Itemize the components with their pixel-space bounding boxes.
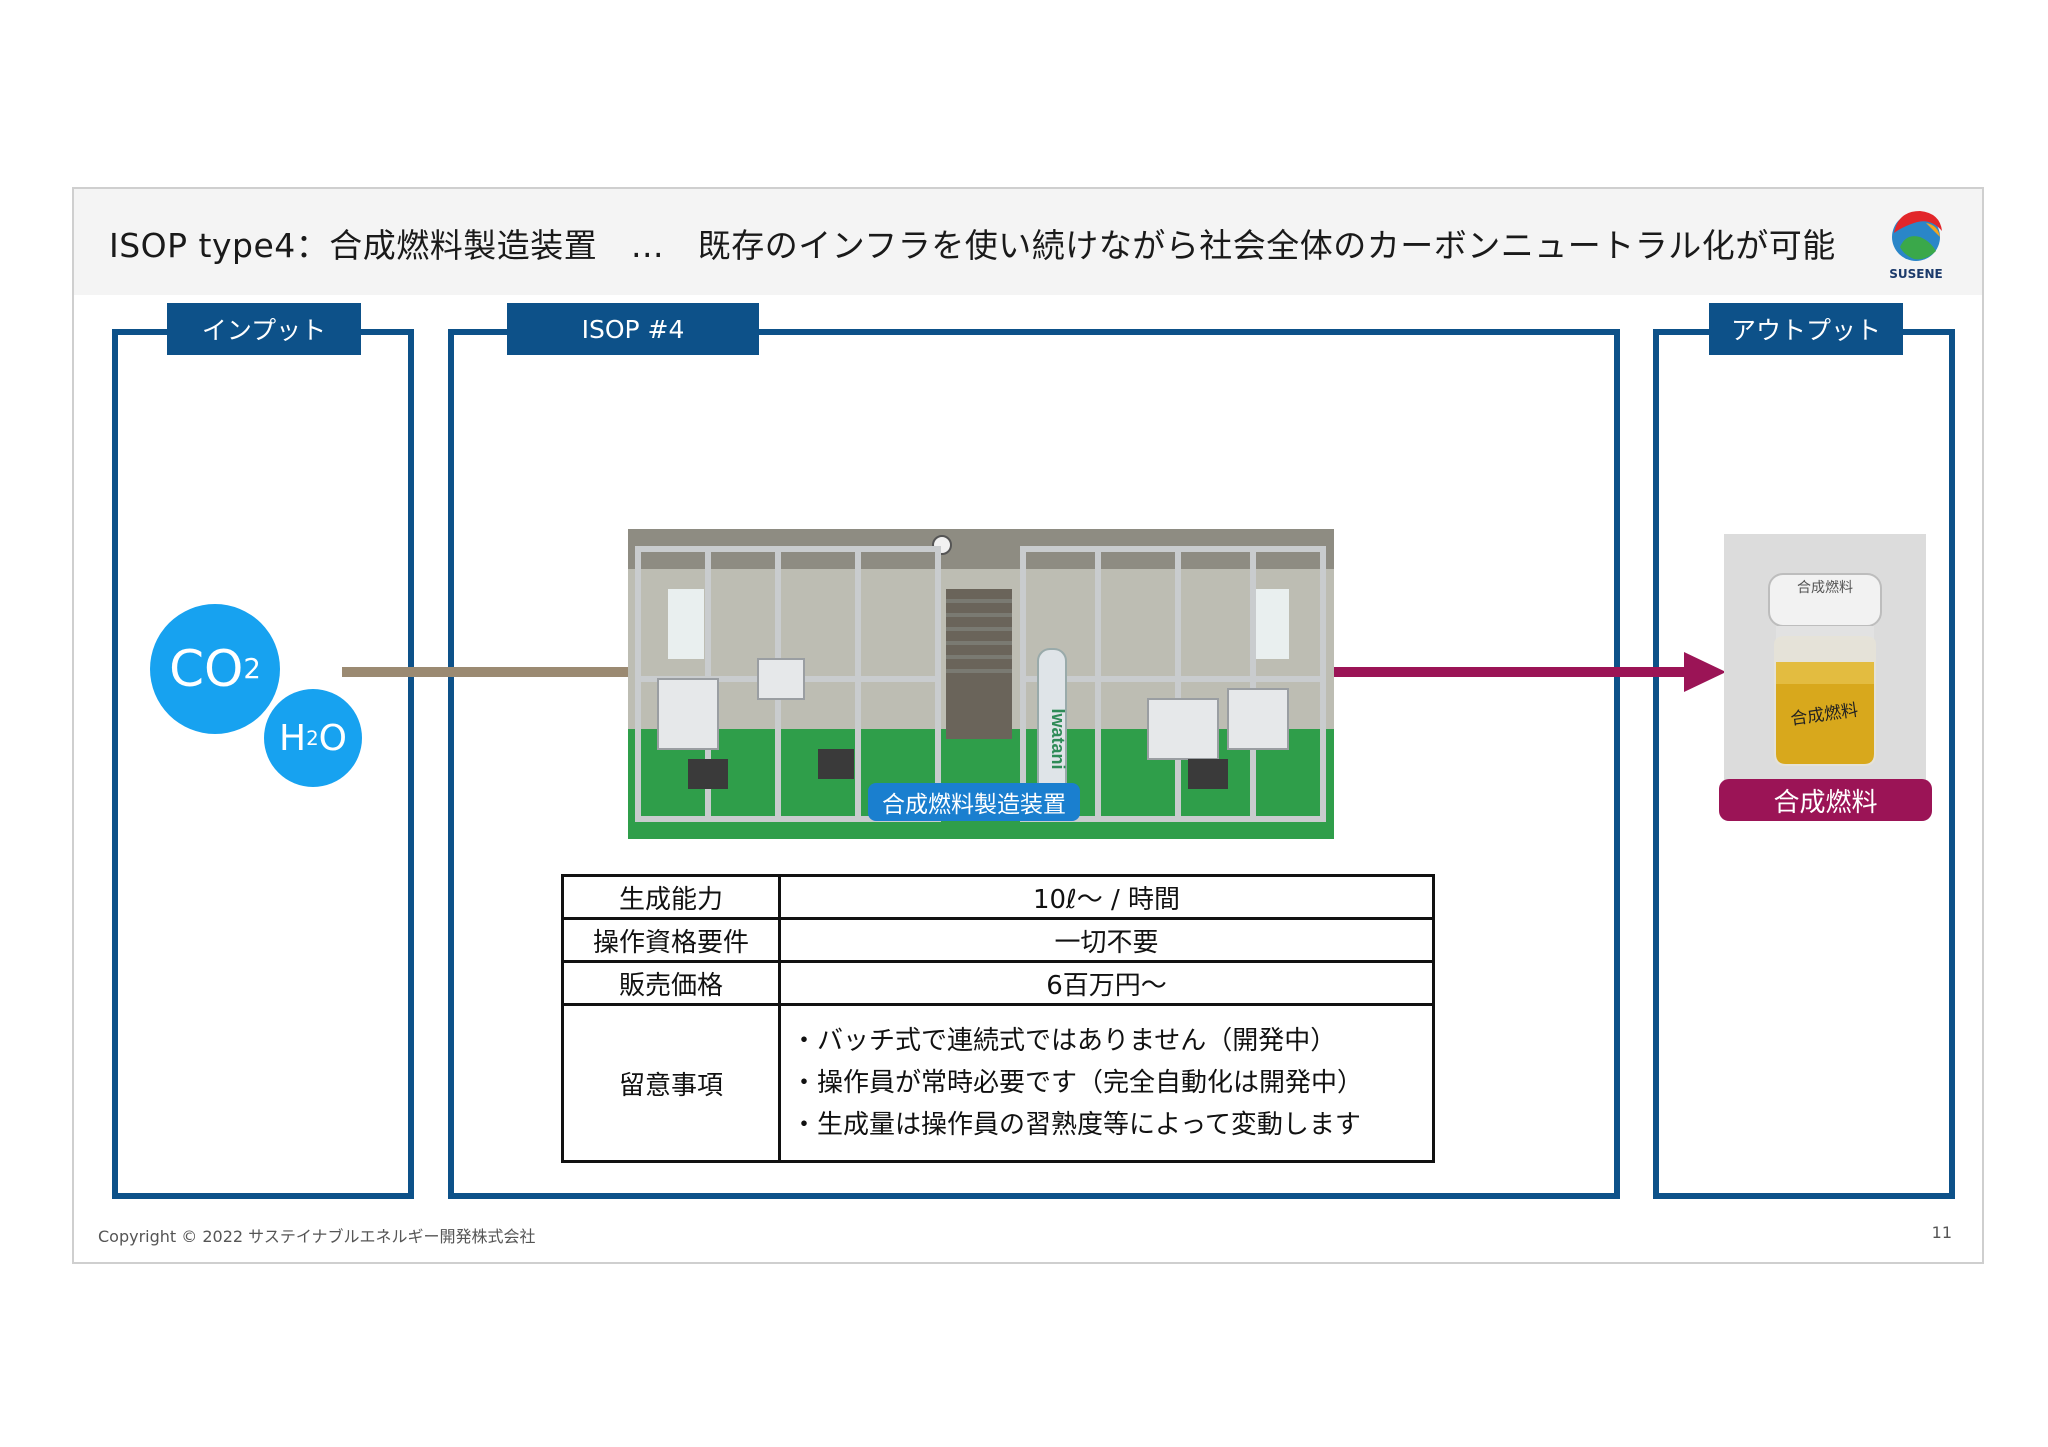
- slide-title: ISOP type4：合成燃料製造装置 … 既存のインフラを使い続けながら社会全…: [109, 226, 1836, 265]
- table-row: 生成能力 10ℓ～ / 時間: [561, 874, 1435, 920]
- process-panel: [448, 329, 1620, 1199]
- notes-cell: ・バッチ式で連続式ではありません（開発中） ・操作員が常時必要です（完全自動化は…: [778, 1003, 1435, 1163]
- process-panel-tab: ISOP #4: [507, 303, 759, 355]
- jar-cap-text: 合成燃料: [1797, 579, 1853, 596]
- synthetic-fuel-equipment-photo: Iwatani 合成燃料製造装置: [628, 529, 1334, 839]
- spec-table: 生成能力 10ℓ～ / 時間 操作資格要件 一切不要 販売価格 6百万円～ 留意…: [561, 874, 1435, 1163]
- slide: ISOP type4：合成燃料製造装置 … 既存のインフラを使い続けながら社会全…: [72, 187, 1984, 1264]
- photo-brand-text: Iwatani: [1048, 708, 1068, 769]
- note-item: ・バッチ式で連続式ではありません（開発中）: [791, 1026, 1337, 1056]
- co2-base-text: CO: [169, 640, 244, 698]
- logo-text: SUSENE: [1889, 267, 1943, 281]
- input-panel-tab: インプット: [167, 303, 361, 355]
- output-label: 合成燃料: [1719, 779, 1932, 821]
- output-panel-tab: アウトプット: [1709, 303, 1903, 355]
- table-cell-value: 6百万円～: [778, 960, 1435, 1006]
- table-row: 販売価格 6百万円～: [561, 960, 1435, 1006]
- fuel-jar-illustration: 合成燃料 合成燃料: [1724, 534, 1926, 789]
- table-row: 留意事項 ・バッチ式で連続式ではありません（開発中） ・操作員が常時必要です（完…: [561, 1003, 1435, 1163]
- globe-logo-icon: [1892, 211, 1942, 261]
- synthetic-fuel-jar-photo: 合成燃料 合成燃料: [1724, 534, 1926, 789]
- table-cell-value: 10ℓ～ / 時間: [778, 874, 1435, 920]
- input-panel: [112, 329, 414, 1199]
- page-number: 11: [1931, 1223, 1952, 1242]
- copyright-text: Copyright © 2022 サステイナブルエネルギー開発株式会社: [98, 1227, 536, 1246]
- h2o-o-text: O: [318, 717, 347, 759]
- table-cell-key: 販売価格: [561, 960, 781, 1006]
- co2-subscript: 2: [243, 653, 261, 685]
- note-item: ・操作員が常時必要です（完全自動化は開発中）: [791, 1068, 1364, 1098]
- table-cell-key: 留意事項: [561, 1003, 781, 1163]
- table-cell-key: 操作資格要件: [561, 917, 781, 963]
- header-bar: ISOP type4：合成燃料製造装置 … 既存のインフラを使い続けながら社会全…: [74, 189, 1982, 295]
- table-cell-value: 一切不要: [778, 917, 1435, 963]
- susene-logo: SUSENE: [1886, 203, 1946, 287]
- table-cell-key: 生成能力: [561, 874, 781, 920]
- output-arrow: [1332, 652, 1726, 692]
- table-row: 操作資格要件 一切不要: [561, 917, 1435, 963]
- h2o-subscript: 2: [306, 726, 319, 750]
- note-item: ・生成量は操作員の習熟度等によって変動します: [791, 1110, 1361, 1140]
- h2o-h-text: H: [278, 717, 307, 759]
- equipment-photo-label: 合成燃料製造装置: [868, 783, 1080, 821]
